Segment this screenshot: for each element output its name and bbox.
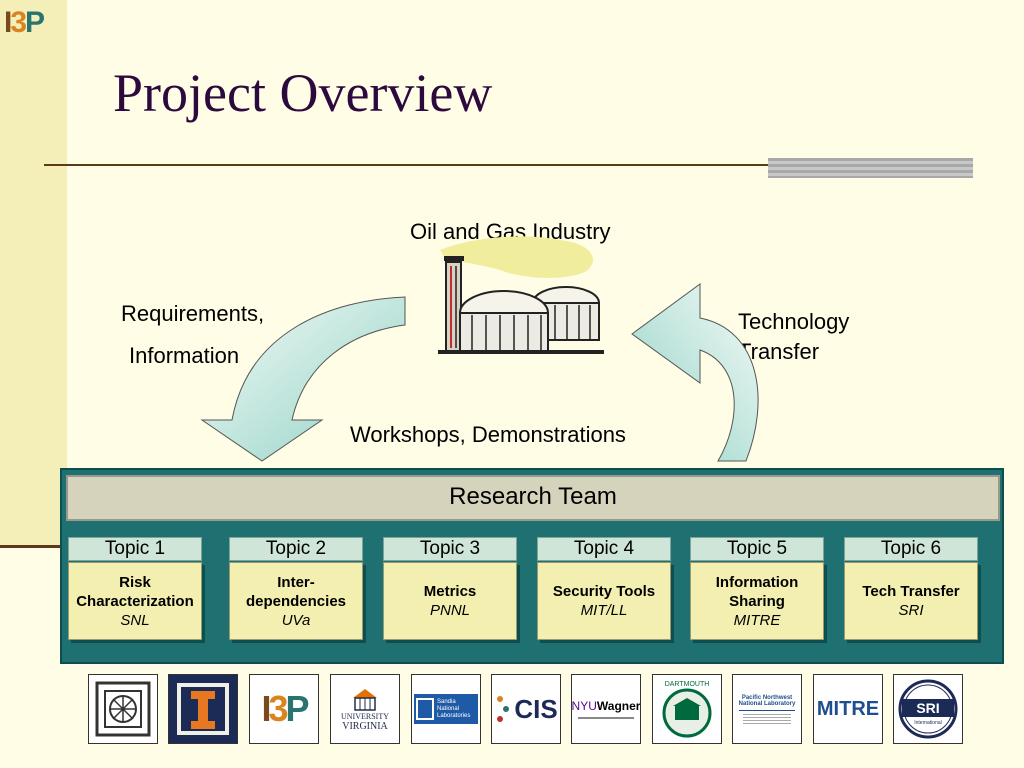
- transfer-label: Transfer: [738, 339, 820, 364]
- uva-logo: UNIVERSITY VIRGINIA: [330, 674, 400, 744]
- topic-card-2: Topic 2 Inter- dependencies UVa: [229, 537, 363, 640]
- topic-label: Topic 2: [229, 537, 363, 561]
- sri-line2: International: [914, 720, 942, 726]
- topic-card-6: Topic 6 Tech Transfer SRI: [844, 537, 978, 640]
- mitre-logo: MITRE: [813, 674, 883, 744]
- topic-body: Security Tools MIT/LL: [537, 562, 671, 640]
- title-rule: [44, 164, 770, 166]
- topic-body: Inter- dependencies UVa: [229, 562, 363, 640]
- topic-body: Metrics PNNL: [383, 562, 517, 640]
- illinois-logo: [168, 674, 238, 744]
- cis-text: CIS: [514, 693, 558, 724]
- topic-body: Risk Characterization SNL: [68, 562, 202, 640]
- topic-label: Topic 5: [690, 537, 824, 561]
- title-accent-bar: [768, 158, 973, 178]
- topic-label: Topic 1: [68, 537, 202, 561]
- topic-org: UVa: [281, 611, 311, 629]
- nyu-wagner-logo: NYUWagner: [571, 674, 641, 744]
- i3p-logo: I3P: [4, 6, 45, 39]
- requirements-label: Requirements,: [121, 301, 265, 326]
- topic-name-line: Information: [715, 573, 799, 591]
- pnnl-line2: National Laboratory: [738, 700, 796, 707]
- research-team-header: Research Team: [66, 475, 1000, 521]
- cis-logo: CIS: [491, 674, 561, 744]
- mitre-text: MITRE: [816, 697, 880, 720]
- topic-body: Tech Transfer SRI: [844, 562, 978, 640]
- i3p-partner-p: P: [285, 688, 310, 729]
- sri-line1: SRI: [916, 700, 939, 716]
- page-title: Project Overview: [113, 63, 493, 123]
- topic-name-line: Metrics: [423, 583, 477, 600]
- topic-org: SRI: [898, 602, 924, 619]
- nyu-line2: Wagner: [596, 699, 641, 713]
- sidebar-band: [0, 0, 67, 548]
- topic-card-5: Topic 5 Information Sharing MITRE: [690, 537, 824, 640]
- topic-card-3: Topic 3 Metrics PNNL: [383, 537, 517, 640]
- dartmouth-logo: DARTMOUTH: [652, 674, 722, 744]
- pnnl-logo: Pacific Northwest National Laboratory: [732, 674, 802, 744]
- topic-name-line: Characterization: [76, 592, 194, 610]
- topic-name-line: Security Tools: [552, 583, 656, 600]
- workshops-label: Workshops, Demonstrations: [350, 422, 626, 447]
- topic-org: PNNL: [429, 602, 470, 619]
- pnnl-line1: Pacific Northwest: [741, 694, 793, 701]
- topic-name-line: dependencies: [245, 592, 347, 610]
- uva-line2: VIRGINIA: [342, 721, 388, 732]
- nyu-line1: NYU: [571, 699, 597, 713]
- i3p-partner-logo: I3P: [249, 674, 319, 744]
- refinery-icon: [438, 236, 604, 354]
- sidebar-divider: [0, 545, 67, 548]
- topic-body: Information Sharing MITRE: [690, 562, 824, 640]
- topic-label: Topic 6: [844, 537, 978, 561]
- topic-label: Topic 4: [537, 537, 671, 561]
- topic-org: MIT/LL: [580, 602, 628, 619]
- sandia-logo: Sandia National Laboratories: [411, 674, 481, 744]
- sri-logo: SRI International: [893, 674, 963, 744]
- topic-name-line: Risk: [119, 573, 151, 591]
- dartmouth-text: DARTMOUTH: [664, 680, 710, 688]
- uva-line1: UNIVERSITY: [341, 712, 389, 721]
- topic-name-line: Tech Transfer: [862, 583, 960, 600]
- topic-name-line: Inter-: [277, 573, 315, 591]
- i3p-partner-3: 3: [268, 688, 288, 729]
- sandia-line1: Sandia: [437, 698, 456, 705]
- industry-label: Oil and Gas Industry: [410, 219, 611, 244]
- technology-label: Technology: [738, 309, 850, 334]
- i3p-partner-i: I: [261, 688, 271, 729]
- topic-org: SNL: [120, 611, 150, 629]
- topic-card-1: Topic 1 Risk Characterization SNL: [68, 537, 202, 640]
- sandia-line2: National: [437, 705, 460, 712]
- topic-card-4: Topic 4 Security Tools MIT/LL: [537, 537, 671, 640]
- dhs-seal-logo: [88, 674, 158, 744]
- information-label: Information: [129, 343, 240, 368]
- sandia-line3: Laboratories: [437, 712, 471, 719]
- topic-label: Topic 3: [383, 537, 517, 561]
- topic-name-line: Sharing: [729, 592, 785, 610]
- topic-org: MITRE: [733, 611, 781, 629]
